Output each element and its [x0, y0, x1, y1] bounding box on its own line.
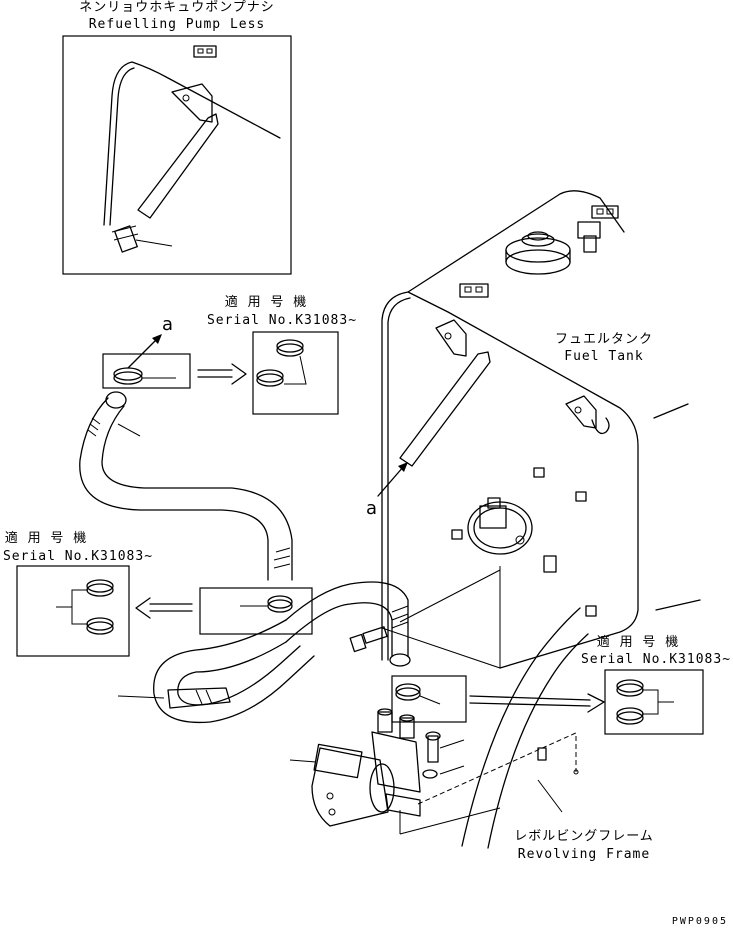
- fuel-hose: [79, 391, 293, 581]
- inset-frame: [62, 35, 292, 275]
- detail-left-serial: 適 用 号 機 Serial No.K31083~: [3, 530, 313, 657]
- inset-fitting: [114, 225, 138, 253]
- inset-bracket: [171, 83, 213, 123]
- clamp-box-before: [102, 353, 191, 389]
- callout-a-top: a: [162, 314, 173, 335]
- detail-top-serial: 適 用 号 機 Serial No.K31083~ a: [102, 294, 357, 415]
- detail-right-serial: 適 用 号 機 Serial No.K31083~: [391, 634, 731, 735]
- serial-left-en: Serial No.K31083~: [3, 549, 153, 564]
- inset-pipe: [137, 113, 219, 219]
- callout-a-tank: a: [366, 462, 408, 519]
- serial-top-jp: 適 用 号 機: [225, 294, 307, 310]
- pump-motor: [311, 747, 389, 827]
- serial-right-en: Serial No.K31083~: [581, 652, 731, 667]
- serial-top-en: Serial No.K31083~: [207, 313, 357, 328]
- tank-pipe: [399, 351, 491, 467]
- serial-right-jp: 適 用 号 機: [597, 634, 679, 650]
- inset-title-en: Refuelling Pump Less: [89, 17, 266, 32]
- callout-a-tank-label: a: [366, 498, 377, 519]
- clamp-box-left: [16, 565, 130, 657]
- inset-title-jp: ネンリョウホキュウポンプナシ: [79, 0, 275, 15]
- clamp-box-pump: [391, 675, 467, 723]
- lower-hose: [117, 581, 411, 724]
- frame-label-jp: レボルビングフレーム: [514, 829, 654, 844]
- fuel-tank-label-en: Fuel Tank: [564, 349, 643, 364]
- refuelling-pump: [289, 708, 501, 835]
- inset-pump-less: ネンリョウホキュウポンプナシ Refuelling Pump Less: [62, 0, 292, 275]
- inset-tank-edge: [103, 61, 281, 226]
- serial-left-jp: 適 用 号 機: [5, 530, 87, 546]
- inset-plate: [193, 45, 217, 58]
- clamp-box-mid: [199, 587, 313, 635]
- tank-outline-front: [407, 291, 639, 669]
- clamp-box-after: [252, 331, 339, 415]
- frame-label-en: Revolving Frame: [518, 847, 650, 862]
- fuel-tank: フュエルタンク Fuel Tank: [381, 190, 701, 669]
- revolving-frame: レボルビングフレーム Revolving Frame: [417, 607, 654, 862]
- page-code: PWP0905: [672, 916, 728, 927]
- clamp-box-right: [604, 669, 704, 735]
- fuel-tank-label-jp: フュエルタンク: [555, 332, 653, 347]
- tank-outline-top: [381, 190, 625, 661]
